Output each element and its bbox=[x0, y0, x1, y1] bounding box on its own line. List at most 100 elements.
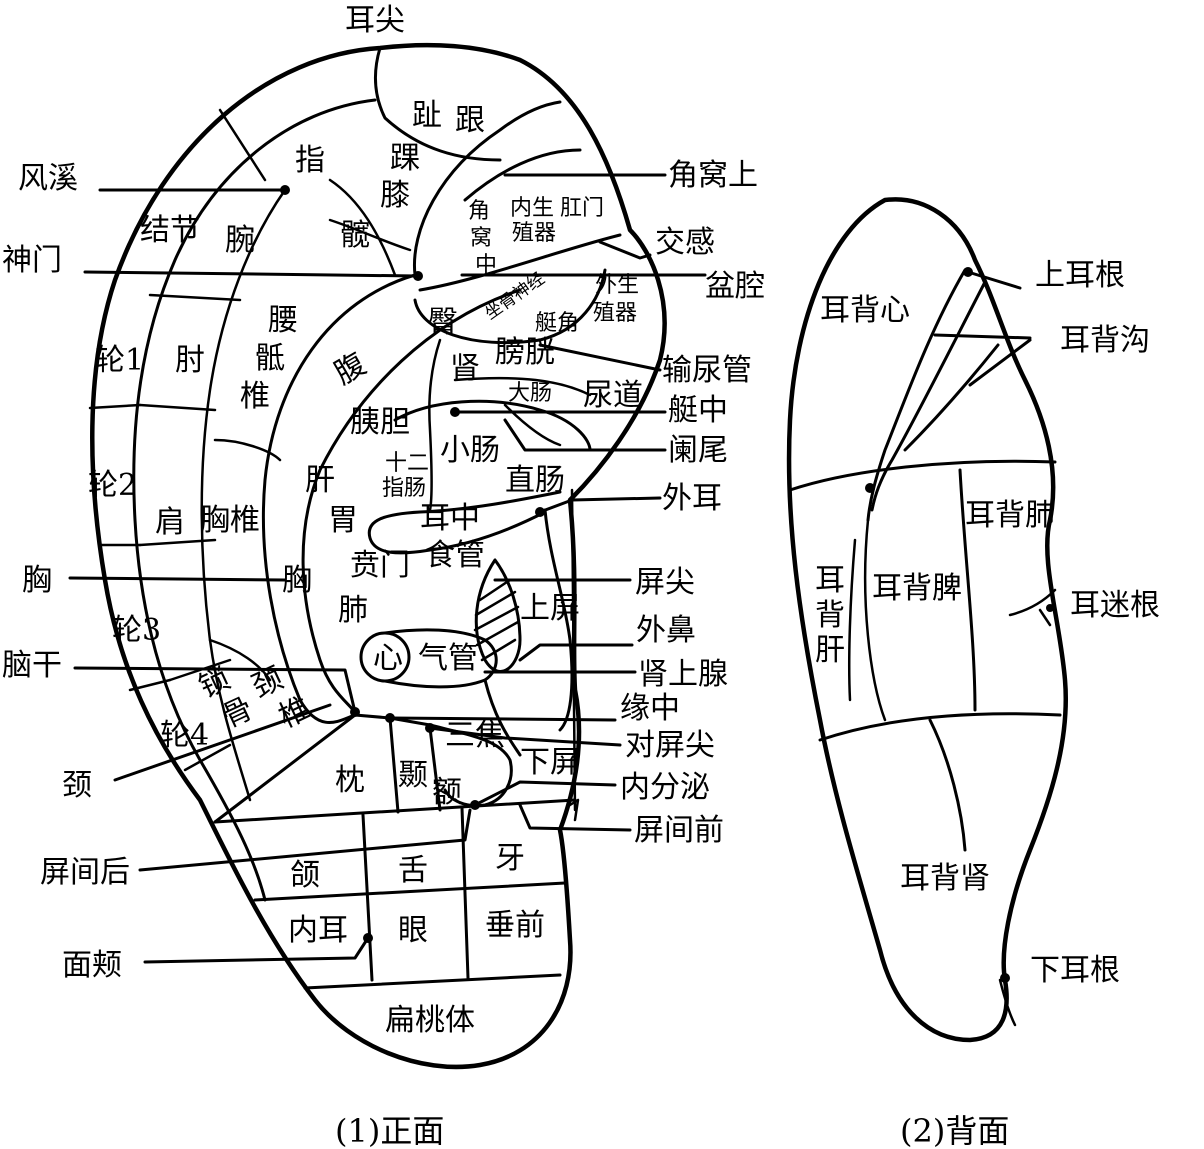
label-jing: 颈 bbox=[62, 768, 92, 803]
inferior-crus bbox=[418, 233, 622, 292]
region-xiongzhui: 胸椎 bbox=[200, 503, 260, 538]
leader-shuniaoguan-line bbox=[538, 343, 662, 372]
back-dot-right bbox=[1046, 604, 1054, 612]
leader-waier-dot bbox=[535, 507, 545, 517]
lobule-vert-1 bbox=[361, 813, 374, 982]
back-div-3 bbox=[818, 712, 1062, 742]
label-shenshangxian: 肾上腺 bbox=[638, 657, 728, 692]
back-div-8 bbox=[1038, 608, 1052, 627]
region-erbei3: 肝 bbox=[815, 633, 845, 668]
leader-jiaogan-line bbox=[598, 240, 652, 260]
region-erbei1: 耳 bbox=[815, 563, 845, 598]
scapha-div-1 bbox=[148, 293, 242, 302]
region-jiaowo3: 中 bbox=[475, 253, 497, 278]
label-pingjian: 屏尖 bbox=[635, 565, 695, 600]
back-dot-low bbox=[1000, 973, 1010, 983]
region-shier: 十二 bbox=[385, 451, 429, 476]
helix-div-3 bbox=[128, 678, 172, 692]
back-sulcus-2 bbox=[870, 280, 987, 512]
region-erzhong: 耳中 bbox=[420, 501, 480, 536]
region-niaodao: 尿道 bbox=[583, 378, 643, 413]
region-zhiqi: 殖器 bbox=[512, 221, 556, 246]
lobule-top-line bbox=[213, 798, 577, 824]
antitragus-div-2 bbox=[428, 726, 442, 812]
leader-ershang-line bbox=[374, 46, 502, 162]
front-leaders-right bbox=[374, 46, 707, 832]
antihelix-div-1 bbox=[213, 438, 282, 462]
region-erbeixin: 耳背心 bbox=[820, 293, 910, 328]
region-han: 颌 bbox=[290, 858, 320, 893]
leader-shenmen-dot bbox=[413, 271, 423, 281]
back-outline bbox=[786, 197, 1068, 1043]
region-huai: 踝 bbox=[390, 141, 420, 176]
caption-front: (1)正面 bbox=[335, 1112, 444, 1149]
region-lun3: 轮3 bbox=[112, 613, 161, 648]
label-jiaowoshang: 角窝上 bbox=[668, 158, 758, 193]
leader-mianjia-line bbox=[143, 936, 370, 964]
label-tingzhong: 艇中 bbox=[668, 393, 728, 428]
region-lun2: 轮2 bbox=[88, 468, 137, 503]
region-jian: 肩 bbox=[155, 505, 185, 540]
front-leaders-left bbox=[68, 185, 480, 964]
leader-mianjia-dot bbox=[363, 933, 373, 943]
region-zhui: 椎 bbox=[240, 379, 270, 414]
label-yuanzhong: 缘中 bbox=[620, 691, 680, 726]
back-div-5 bbox=[847, 538, 857, 702]
back-div-1 bbox=[788, 459, 1057, 492]
concha-boundary bbox=[393, 399, 592, 452]
leader-fengxi-dot bbox=[280, 185, 290, 195]
label-xiong: 胸 bbox=[22, 563, 52, 598]
label-shangergen: 上耳根 bbox=[1035, 258, 1125, 293]
region-jiaowo2: 窝 bbox=[470, 226, 492, 251]
label-lanwei: 阑尾 bbox=[668, 433, 728, 468]
tragus-outline bbox=[474, 558, 522, 673]
leader-pingjianhou-line bbox=[138, 808, 472, 872]
scapha-div-3 bbox=[138, 538, 217, 547]
fossa-line-5 bbox=[453, 376, 592, 397]
back-labels: 上耳根 耳背沟 耳迷根 下耳根 耳背心 耳背肺 耳背脾 耳 背 肝 耳背肾 (2… bbox=[815, 258, 1160, 1149]
region-nie: 颞 bbox=[398, 758, 428, 793]
region-tingjiao: 艇角 bbox=[535, 311, 579, 336]
intertragic-notch bbox=[483, 678, 522, 757]
region-erbeipi: 耳背脾 bbox=[872, 571, 962, 606]
region-xin: 心 bbox=[373, 641, 403, 676]
helix-div-4 bbox=[183, 743, 232, 772]
region-zhichang: 指肠 bbox=[382, 476, 426, 501]
label-fengxi: 风溪 bbox=[18, 161, 78, 196]
region-neier: 内耳 bbox=[288, 913, 348, 948]
leader-neifenmi-line bbox=[473, 780, 617, 807]
tragus-hatching bbox=[473, 578, 520, 662]
region-lun4: 轮4 bbox=[160, 718, 209, 753]
region-erbei2: 背 bbox=[815, 598, 845, 633]
region-waizhiqi: 殖器 bbox=[593, 301, 637, 326]
leader-waibi-line bbox=[518, 643, 634, 662]
region-wan: 腕 bbox=[225, 223, 255, 258]
region-jingzhui2: 椎 bbox=[274, 691, 316, 735]
leader-lanwei-line bbox=[503, 418, 667, 452]
region-qiguan: 气管 bbox=[418, 641, 478, 676]
leader-waier-line bbox=[538, 496, 662, 514]
region-biantaoti: 扁桃体 bbox=[385, 1003, 475, 1038]
leader-erbeigou-line-1 bbox=[933, 333, 1032, 340]
region-zhichang2: 直肠 bbox=[505, 463, 565, 498]
triangular-fossa-upper bbox=[463, 148, 582, 202]
leader-yuanzhong-line bbox=[388, 716, 617, 722]
region-yan: 眼 bbox=[398, 913, 428, 948]
back-sulcus-3 bbox=[903, 343, 1000, 452]
label-xiaergen: 下耳根 bbox=[1030, 953, 1120, 988]
scapha-inner bbox=[200, 188, 287, 802]
region-xiong2: 胸 bbox=[282, 563, 312, 598]
lobule-vert-2 bbox=[460, 806, 470, 980]
superior-crus bbox=[412, 100, 562, 277]
region-dachang: 大肠 bbox=[508, 381, 552, 406]
caption-back: (2)背面 bbox=[900, 1112, 1009, 1149]
region-zhou: 肘 bbox=[175, 343, 205, 378]
region-chuiqian: 垂前 bbox=[485, 908, 545, 943]
region-fei: 肺 bbox=[338, 593, 368, 628]
label-erbeigou: 耳背沟 bbox=[1060, 323, 1150, 358]
region-fu: 腹 bbox=[329, 347, 372, 392]
back-div-4 bbox=[928, 718, 967, 852]
helix-div-1 bbox=[88, 403, 142, 410]
antihelix-div-2 bbox=[208, 638, 272, 682]
